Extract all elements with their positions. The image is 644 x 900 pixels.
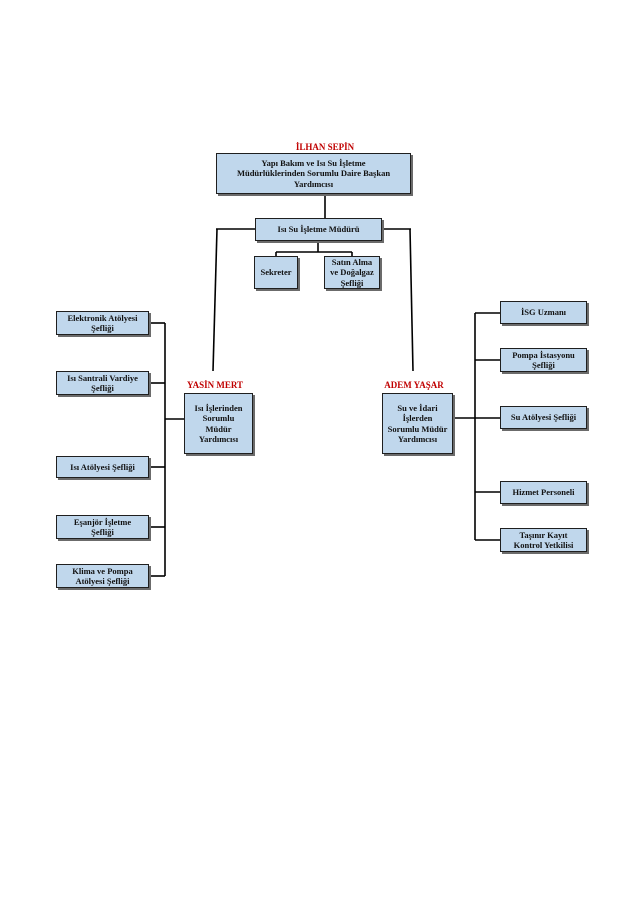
right-unit-box: Su Atölyesi Şefliği bbox=[500, 406, 587, 429]
staff-title: Satın Alma ve Doğalgaz Şefliği bbox=[330, 256, 374, 288]
left-unit-box: Eşanjör İşletme Şefliği bbox=[56, 515, 149, 539]
right-deputy-box: Su ve İdari İşlerden Sorumlu Müdür Yardı… bbox=[382, 393, 453, 454]
deputy-head-box: Yapı Bakım ve Isı Su İşletme Müdürlükler… bbox=[216, 153, 411, 194]
right-unit-box: İSG Uzmanı bbox=[500, 301, 587, 324]
left-deputy-person-name: YASİN MERT bbox=[186, 380, 244, 390]
staff-title: Sekreter bbox=[260, 267, 292, 278]
left-unit-box: Isı Santrali Vardiye Şefliği bbox=[56, 371, 149, 395]
left-unit-title: Klima ve Pompa Atölyesi Şefliği bbox=[72, 565, 133, 587]
deputy-head-title: Yapı Bakım ve Isı Su İşletme Müdürlükler… bbox=[236, 157, 391, 189]
left-unit-box: Elektronik Atölyesi Şefliği bbox=[56, 311, 149, 335]
left-unit-box: Isı Atölyesi Şefliği bbox=[56, 456, 149, 478]
left-unit-title: Elektronik Atölyesi Şefliği bbox=[67, 312, 138, 334]
manager-box: Isı Su İşletme Müdürü bbox=[255, 218, 382, 241]
right-unit-title: Su Atölyesi Şefliği bbox=[510, 412, 577, 423]
right-unit-title: İSG Uzmanı bbox=[520, 307, 567, 318]
right-unit-box: Pompa İstasyonu Şefliği bbox=[500, 348, 587, 372]
right-deputy-person-name: ADEM YAŞAR bbox=[384, 380, 444, 390]
top-person-name: İLHAN SEPİN bbox=[295, 142, 355, 152]
right-unit-title: Hizmet Personeli bbox=[512, 487, 575, 498]
right-unit-title: Pompa İstasyonu Şefliği bbox=[512, 349, 575, 371]
left-unit-title: Eşanjör İşletme Şefliği bbox=[73, 516, 132, 538]
left-unit-title: Isı Atölyesi Şefliği bbox=[70, 461, 135, 472]
right-unit-box: Hizmet Personeli bbox=[500, 481, 587, 504]
right-deputy-title: Su ve İdari İşlerden Sorumlu Müdür Yardı… bbox=[387, 402, 448, 445]
staff-box: Sekreter bbox=[254, 256, 298, 289]
left-unit-box: Klima ve Pompa Atölyesi Şefliği bbox=[56, 564, 149, 588]
left-unit-title: Isı Santrali Vardiye Şefliği bbox=[67, 372, 138, 394]
manager-title: Isı Su İşletme Müdürü bbox=[277, 224, 360, 235]
staff-box: Satın Alma ve Doğalgaz Şefliği bbox=[324, 256, 380, 289]
left-deputy-box: Isı İşlerinden Sorumlu Müdür Yardımcısı bbox=[184, 393, 253, 454]
left-deputy-title: Isı İşlerinden Sorumlu Müdür Yardımcısı bbox=[194, 402, 243, 445]
right-unit-box: Taşınır Kayıt Kontrol Yetkilisi bbox=[500, 528, 587, 552]
right-unit-title: Taşınır Kayıt Kontrol Yetkilisi bbox=[513, 529, 574, 551]
